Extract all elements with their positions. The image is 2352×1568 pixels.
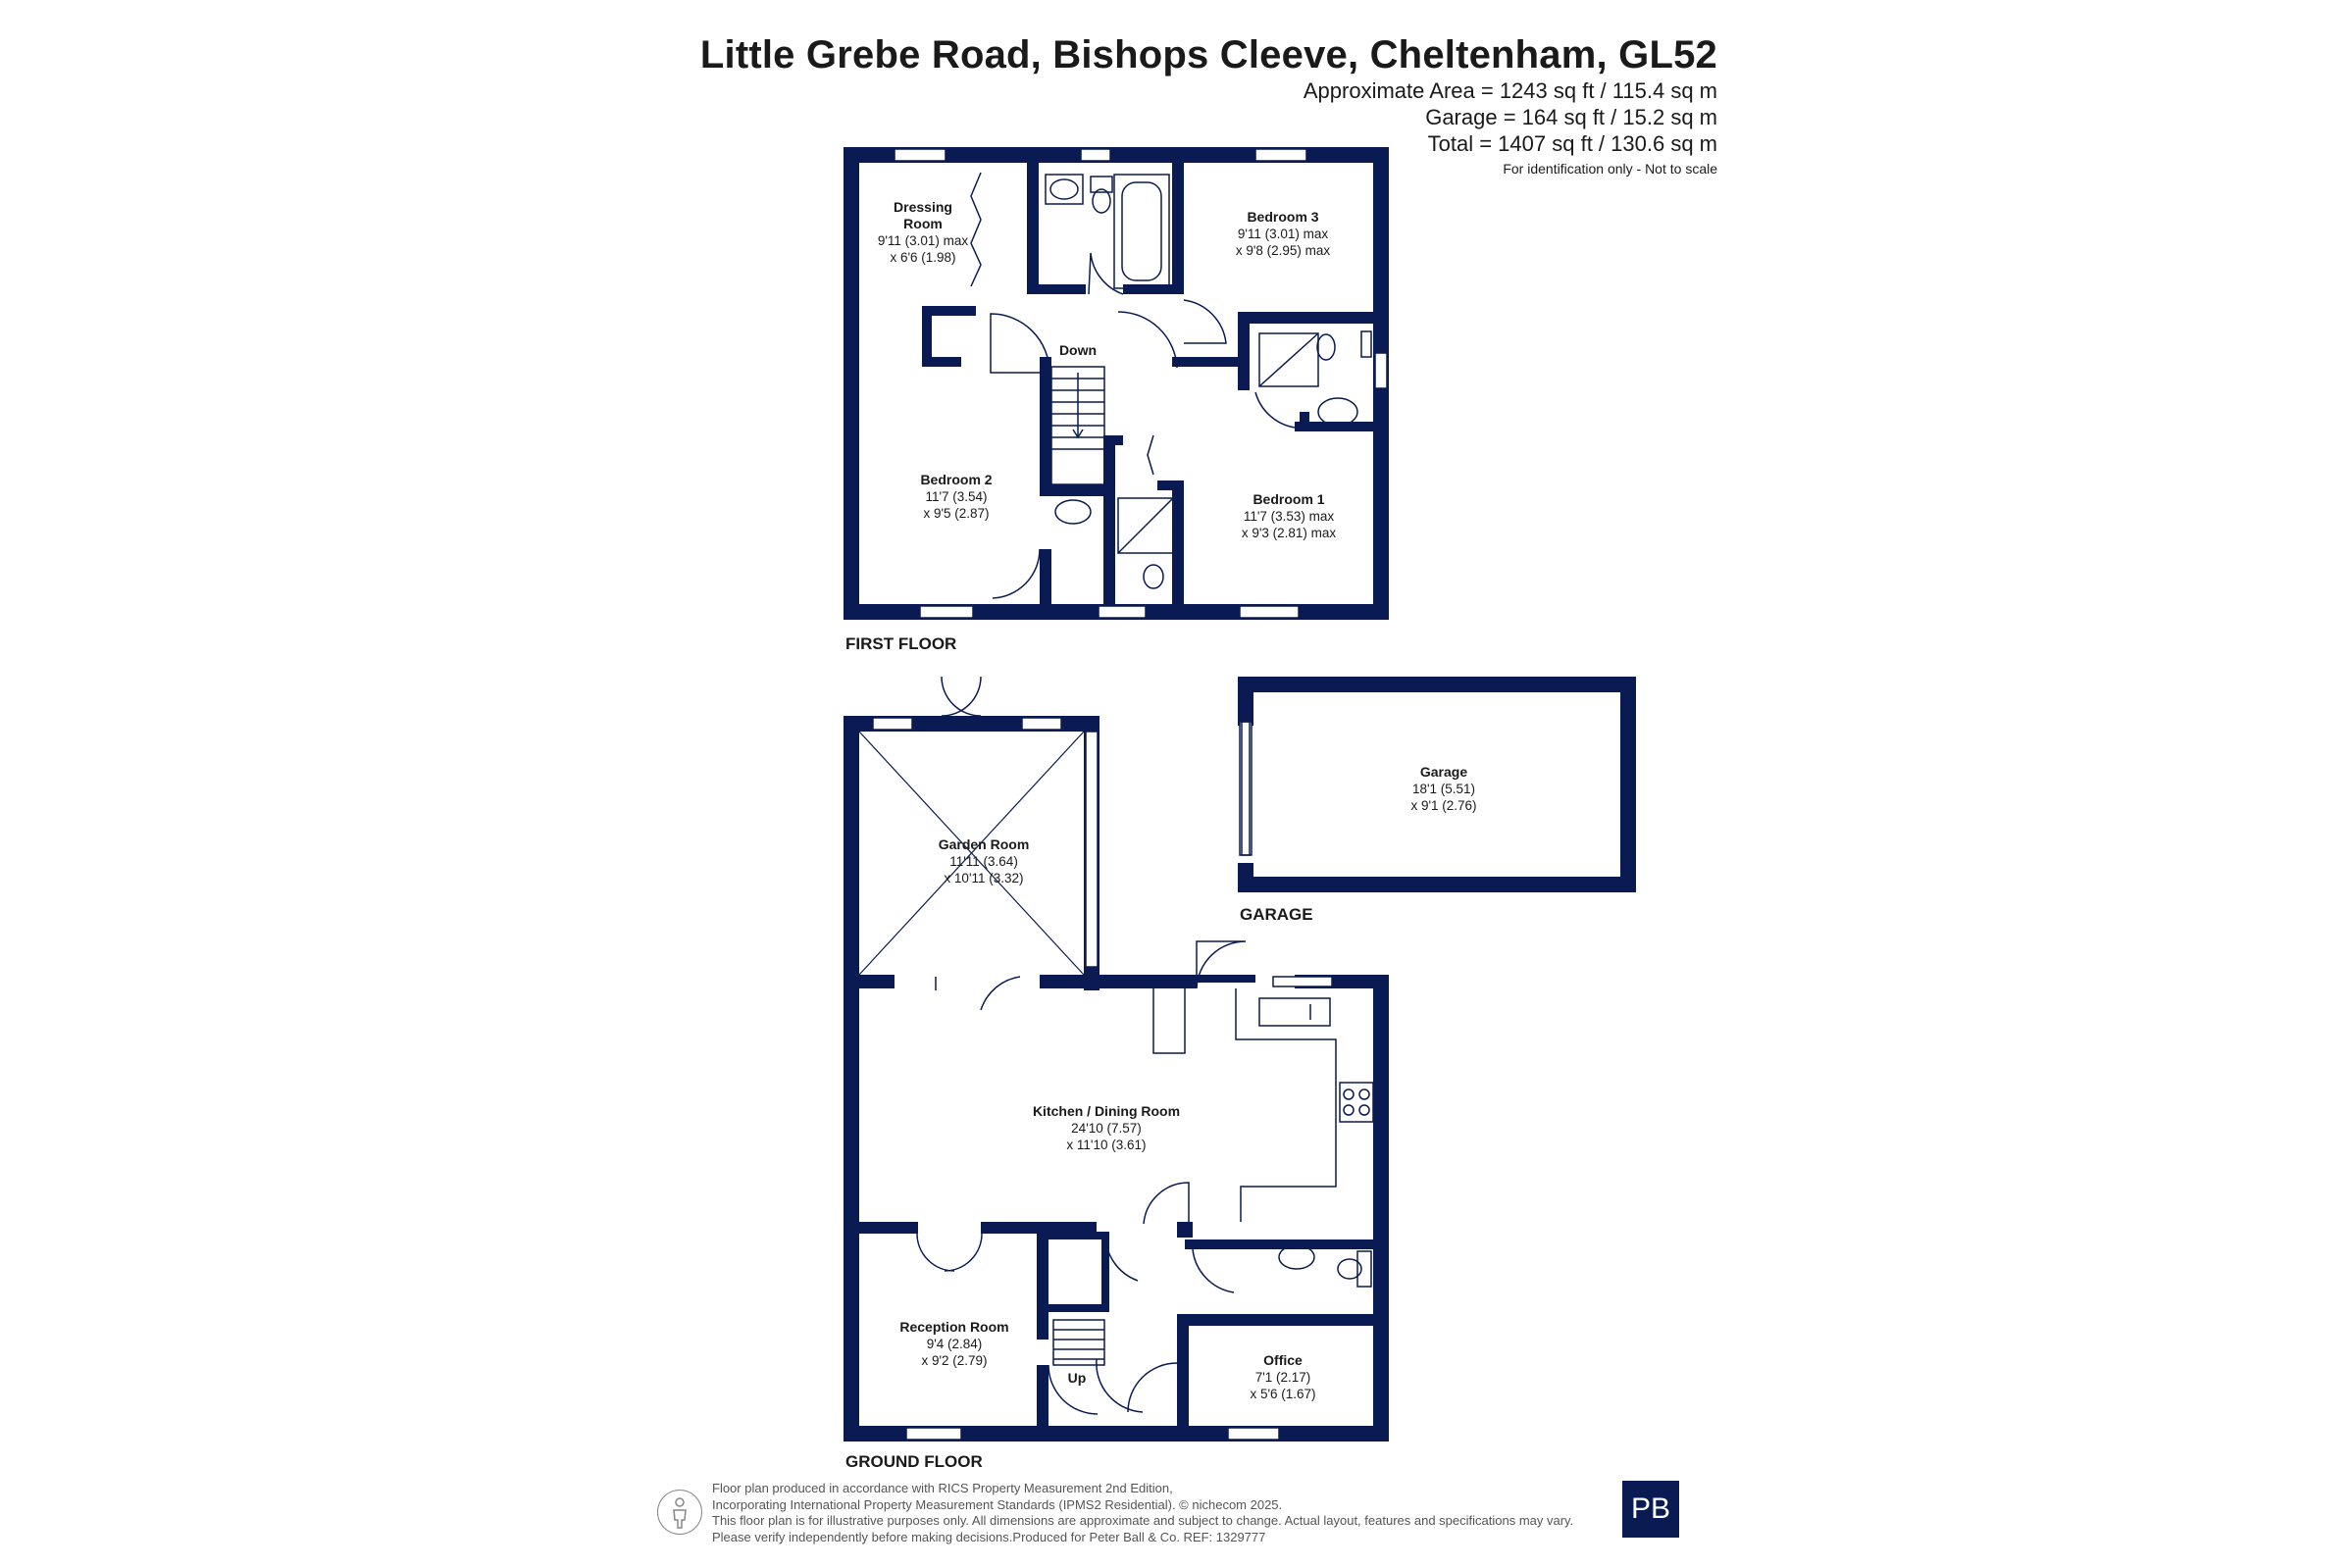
garage-dim1: 18'1 (5.51)	[1412, 782, 1475, 796]
garage-name: Garage	[1420, 764, 1467, 780]
garage-dim2: x 9'1 (2.76)	[1410, 798, 1476, 813]
footer-line-1: Floor plan produced in accordance with R…	[712, 1481, 1173, 1495]
property-title: Little Grebe Road, Bishops Cleeve, Chelt…	[699, 33, 1717, 76]
bedroom2-dim1: 11'7 (3.54)	[925, 489, 987, 504]
footer-line-2: Incorporating International Property Mea…	[712, 1496, 1283, 1512]
garden-room-dim2: x 10'11 (3.32)	[944, 871, 1023, 885]
bedroom3-dim2: x 9'8 (2.95) max	[1236, 243, 1331, 258]
person-scale-icon	[657, 1490, 702, 1535]
office-name: Office	[1263, 1352, 1303, 1368]
garden-room-dim1: 11'11 (3.64)	[949, 854, 1018, 869]
office-dim2: x 5'6 (1.67)	[1250, 1387, 1315, 1401]
kitchen-dim2: x 11'10 (3.61)	[1066, 1138, 1146, 1152]
garage-area: Garage = 164 sq ft / 15.2 sq m	[1425, 105, 1717, 129]
first-floor-label: FIRST FLOOR	[845, 634, 956, 653]
agent-logo: PB	[1622, 1481, 1679, 1538]
kitchen-name: Kitchen / Dining Room	[1033, 1103, 1180, 1119]
stairs-down-label: Down	[1059, 342, 1097, 358]
garage-floor-label: GARAGE	[1240, 905, 1313, 924]
garden-room-name: Garden Room	[939, 836, 1030, 852]
bedroom1-dim2: x 9'3 (2.81) max	[1242, 526, 1337, 540]
bedroom3-name: Bedroom 3	[1247, 209, 1318, 225]
bedroom3-dim1: 9'11 (3.01) max	[1238, 227, 1329, 241]
header: Little Grebe Road, Bishops Cleeve, Chelt…	[700, 33, 1717, 177]
bedroom1-dim1: 11'7 (3.53) max	[1244, 509, 1335, 524]
windows	[872, 148, 1388, 1441]
footer-line-3: This floor plan is for illustrative purp…	[712, 1513, 1574, 1528]
approximate-area: Approximate Area = 1243 sq ft / 115.4 sq…	[1303, 78, 1717, 103]
dressing-room-name: Dressing	[894, 199, 952, 215]
footer-disclaimer: Floor plan produced in accordance with R…	[712, 1481, 1673, 1545]
ground-floor-label: GROUND FLOOR	[845, 1452, 983, 1471]
reception-dim2: x 9'2 (2.79)	[921, 1353, 987, 1368]
doors-and-fixtures	[858, 172, 1374, 1415]
dressing-room-dim2: x 6'6 (1.98)	[890, 250, 955, 265]
office-dim1: 7'1 (2.17)	[1255, 1370, 1311, 1385]
room-labels: Dressing Room 9'11 (3.01) max x 6'6 (1.9…	[845, 199, 1477, 1471]
footer-line-4: Please verify independently before makin…	[712, 1529, 1266, 1544]
total-area: Total = 1407 sq ft / 130.6 sq m	[1427, 131, 1717, 156]
dressing-room-dim1: 9'11 (3.01) max	[878, 233, 969, 248]
dressing-room-name-2: Room	[903, 216, 943, 231]
scale-note: For identification only - Not to scale	[1503, 161, 1717, 177]
bedroom1-name: Bedroom 1	[1253, 491, 1324, 507]
bedroom2-dim2: x 9'5 (2.87)	[923, 506, 989, 521]
reception-dim1: 9'4 (2.84)	[927, 1337, 983, 1351]
stairs-up-label: Up	[1068, 1370, 1087, 1386]
kitchen-dim1: 24'10 (7.57)	[1071, 1121, 1142, 1136]
bedroom2-name: Bedroom 2	[920, 472, 992, 487]
reception-name: Reception Room	[899, 1319, 1008, 1335]
